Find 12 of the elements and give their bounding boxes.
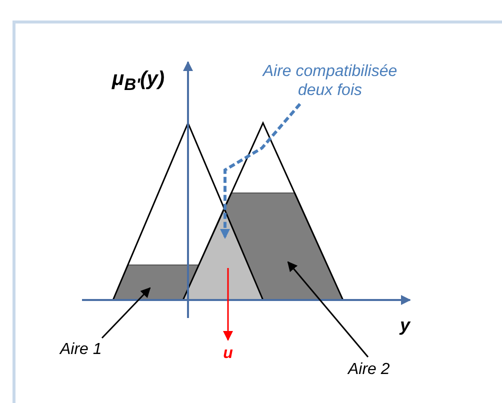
shaded-area <box>223 192 344 300</box>
arrow <box>287 261 369 358</box>
axis-label: y <box>400 316 410 335</box>
output-label: u <box>222 344 234 363</box>
arrow <box>101 287 151 339</box>
area-label: Aire 1 <box>60 340 102 359</box>
area-label: Aire 2 <box>348 360 390 379</box>
arrow <box>223 268 233 341</box>
axis-label: μ$_{B'}$(y) <box>112 70 165 94</box>
callout-text: Aire compatibilisée deux fois <box>261 62 398 100</box>
dashed-arrow <box>220 103 302 239</box>
shaded-area <box>112 264 200 300</box>
